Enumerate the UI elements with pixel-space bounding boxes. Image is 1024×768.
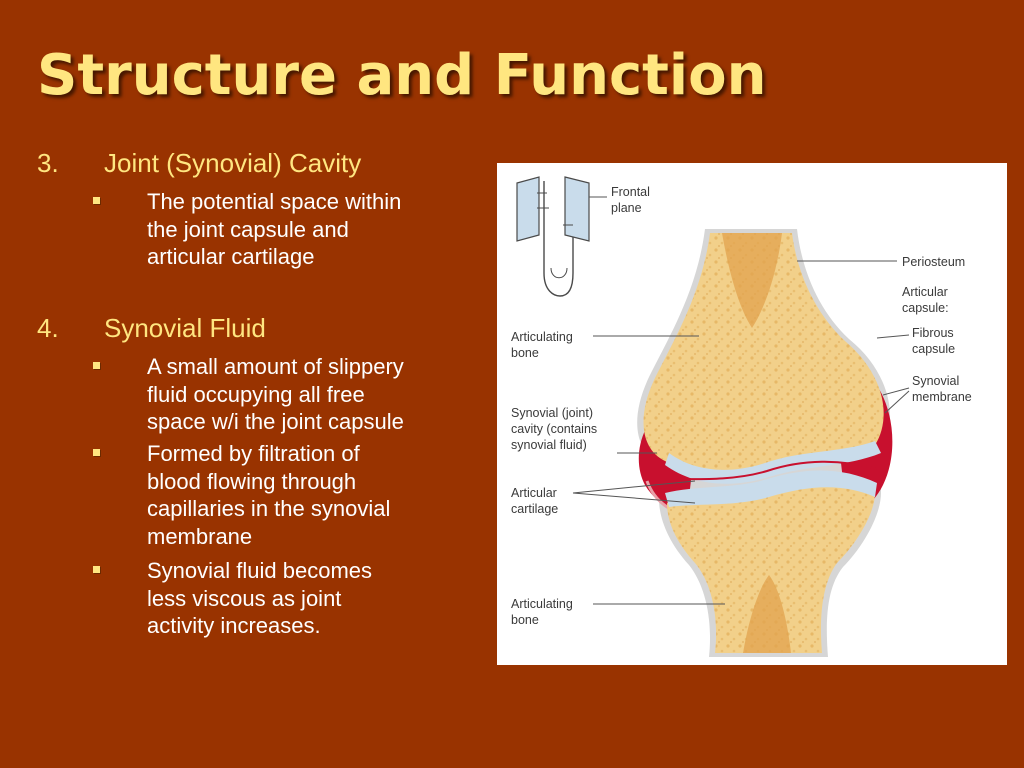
bullet-icon (93, 449, 100, 456)
section-heading: Synovial Fluid (104, 313, 266, 343)
bullet-text: Synovial fluid becomes less viscous as j… (147, 558, 373, 638)
articular-capsule-label: Articular capsule: (902, 285, 951, 315)
finger-inset-icon (516, 176, 607, 297)
synovial-cavity-label: Synovial (joint) cavity (contains synovi… (511, 406, 601, 452)
periosteum-label: Periosteum (902, 255, 965, 269)
section-number: 4. (37, 313, 59, 343)
articulating-bone-bottom-label: Articulating bone (511, 597, 576, 627)
bullet-text: The potential space within the joint cap… (147, 189, 402, 269)
synovial-joint-diagram: Frontal plane Periosteum Articular capsu… (497, 163, 1007, 665)
body-text: 3. Joint (Synovial) Cavity The potential… (0, 0, 500, 768)
articulating-bone-top-label: Articulating bone (511, 330, 576, 360)
frontal-plane-label: Frontal plane (611, 185, 653, 215)
section-heading: Joint (Synovial) Cavity (104, 148, 362, 178)
bullet-text: Formed by filtration of blood flowing th… (147, 441, 391, 549)
section-number: 3. (37, 148, 59, 178)
fibrous-capsule-label: Fibrous capsule (912, 326, 957, 356)
synovial-membrane-label: Synovial membrane (912, 374, 972, 404)
slide-title: Structure and Function (37, 43, 767, 108)
bullet-icon (93, 362, 100, 369)
bullet-icon (93, 566, 100, 573)
bullet-text: A small amount of slippery fluid occupyi… (147, 354, 404, 434)
bullet-icon (93, 197, 100, 204)
articular-cartilage-label: Articular cartilage (511, 486, 560, 516)
